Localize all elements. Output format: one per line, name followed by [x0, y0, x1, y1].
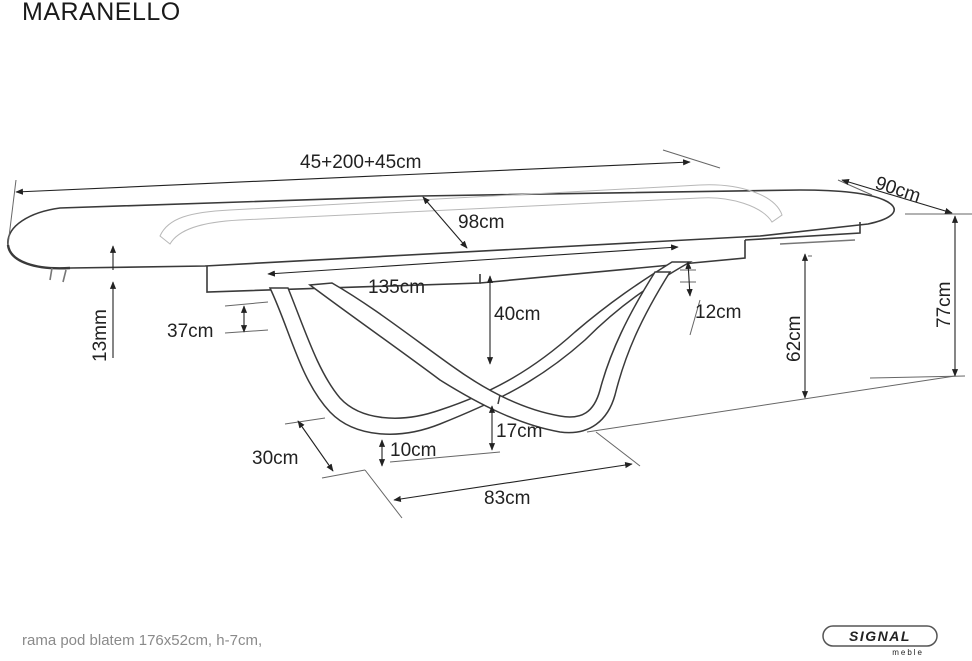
label-foot: 10cm	[390, 440, 436, 461]
label-top-thickness: 13mm	[90, 309, 111, 362]
label-insert-width: 98cm	[458, 212, 504, 233]
signal-logo: SIGNAL meble	[820, 624, 942, 656]
label-base-length: 83cm	[484, 488, 530, 509]
footer-note: rama pod blatem 176x52cm, h-7cm,	[22, 632, 262, 649]
label-base-depth: 30cm	[252, 448, 298, 469]
label-leg-height-b: 40cm	[494, 304, 540, 325]
label-total-length: 45+200+45cm	[300, 152, 422, 173]
signal-logo-icon: SIGNAL meble	[820, 624, 942, 656]
label-frame-length: 135cm	[368, 277, 425, 298]
label-height: 77cm	[934, 282, 955, 328]
label-apron: 12cm	[695, 302, 741, 323]
label-clearance: 62cm	[784, 316, 805, 362]
logo-sub: meble	[892, 648, 924, 656]
table-base	[270, 262, 690, 434]
label-foot-gap: 17cm	[496, 421, 542, 442]
logo-name: SIGNAL	[849, 628, 911, 644]
table-top	[8, 185, 894, 292]
label-leg-height-a: 37cm	[167, 321, 213, 342]
